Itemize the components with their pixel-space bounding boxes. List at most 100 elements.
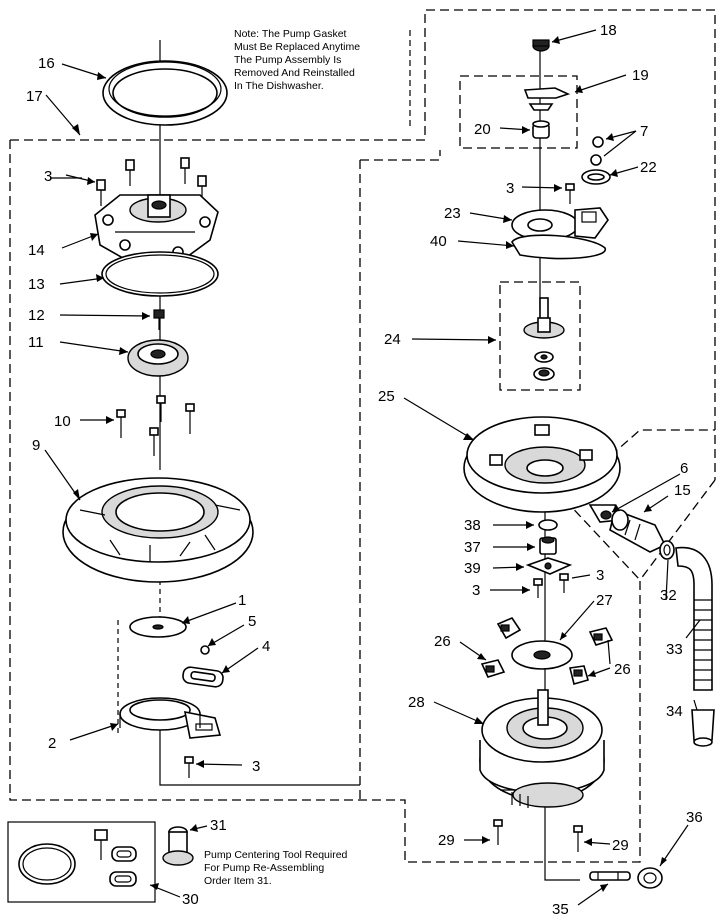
seal-disc xyxy=(129,616,187,638)
callout-12: 12 xyxy=(28,307,45,324)
callout-17: 17 xyxy=(26,88,43,105)
callout-3a: 3 xyxy=(44,168,52,185)
impeller-screw xyxy=(153,309,165,330)
callout-30: 30 xyxy=(182,891,199,908)
callout-15: 15 xyxy=(674,482,691,499)
blocks-26 xyxy=(480,617,614,685)
callout-39: 39 xyxy=(464,560,481,577)
gasket-40 xyxy=(511,234,606,260)
tool-note-line-3: Order Item 31. xyxy=(204,875,272,887)
callout-11: 11 xyxy=(28,334,44,351)
note-line-2: Must Be Replaced Anytime xyxy=(234,41,360,53)
bracket-39 xyxy=(525,557,573,575)
callout-35: 35 xyxy=(552,901,569,918)
o-ring-6 xyxy=(600,510,612,520)
callout-10: 10 xyxy=(54,413,71,430)
callout-36: 36 xyxy=(686,809,703,826)
callout-40: 40 xyxy=(430,233,447,250)
knob-36 xyxy=(637,867,663,889)
callout-19: 19 xyxy=(632,67,649,84)
pump-housing xyxy=(94,194,219,263)
ball-7b xyxy=(590,154,602,166)
callout-26a: 26 xyxy=(434,633,451,650)
callout-34: 34 xyxy=(666,703,683,720)
screws-29 xyxy=(493,819,583,852)
tube-35 xyxy=(589,871,631,881)
note-line-3: The Pump Assembly Is xyxy=(234,54,341,66)
note-line-5: In The Dishwasher. xyxy=(234,80,324,92)
hose-connector-15 xyxy=(609,508,667,553)
note-line-4: Removed And Reinstalled xyxy=(234,67,355,79)
clamp-32 xyxy=(659,540,675,560)
ball-7a xyxy=(592,136,604,148)
cap-18 xyxy=(532,39,550,52)
o-ring xyxy=(101,251,219,297)
leader-lines xyxy=(44,29,701,906)
callout-18: 18 xyxy=(600,22,617,39)
callout-4: 4 xyxy=(262,638,270,655)
callout-37: 37 xyxy=(464,539,481,556)
drain-hose-33 xyxy=(675,546,713,691)
tool-note-line-2: For Pump Re-Assembling xyxy=(204,862,324,874)
callout-29b: 29 xyxy=(612,837,629,854)
callout-22: 22 xyxy=(640,159,657,176)
screws-top xyxy=(96,157,207,206)
callout-23: 23 xyxy=(444,205,461,222)
callout-16: 16 xyxy=(38,55,55,72)
callout-13: 13 xyxy=(28,276,45,293)
callout-38: 38 xyxy=(464,517,481,534)
callout-14: 14 xyxy=(28,242,45,259)
callout-3c: 3 xyxy=(506,180,514,197)
callout-2: 2 xyxy=(48,735,56,752)
shaft-assembly xyxy=(523,297,565,381)
seal-37 xyxy=(539,536,557,555)
screw-bottom xyxy=(184,756,194,778)
pump-gasket xyxy=(102,60,228,126)
check-ball xyxy=(200,645,210,655)
callout-5: 5 xyxy=(248,613,256,630)
screws-mid-right xyxy=(533,573,569,598)
note-tool: Pump Centering Tool Required For Pump Re… xyxy=(204,849,348,887)
motor-28 xyxy=(479,689,605,808)
impeller xyxy=(127,339,189,377)
clip-19 xyxy=(523,87,571,111)
callout-26b: 26 xyxy=(614,661,631,678)
accumulator-base xyxy=(62,477,254,583)
callout-numbers: 16 17 3 14 13 12 11 10 9 1 5 4 2 3 18 19… xyxy=(26,22,703,918)
grommet xyxy=(182,666,224,688)
note-gasket: Note: The Pump Gasket Must Be Replaced A… xyxy=(234,28,360,92)
callout-3b: 3 xyxy=(252,758,260,775)
callout-3d: 3 xyxy=(472,582,480,599)
tool-note-line-1: Pump Centering Tool Required xyxy=(204,849,348,861)
callout-29a: 29 xyxy=(438,832,455,849)
callout-3e: 3 xyxy=(596,567,604,584)
callout-27: 27 xyxy=(596,592,613,609)
centering-tool-31 xyxy=(162,826,194,866)
washer-38 xyxy=(538,519,558,531)
callout-6: 6 xyxy=(680,460,688,477)
callout-1: 1 xyxy=(238,592,246,609)
left-assembly xyxy=(62,40,360,786)
plate-23 xyxy=(511,207,609,241)
note-line-1: Note: The Pump Gasket xyxy=(234,28,347,40)
callout-7: 7 xyxy=(640,123,648,140)
screw-right-top xyxy=(565,183,575,204)
callout-31: 31 xyxy=(210,817,227,834)
disc-27 xyxy=(511,640,573,670)
mounting-ring xyxy=(119,697,222,739)
callout-25: 25 xyxy=(378,388,395,405)
callout-24: 24 xyxy=(384,331,401,348)
hose-end-34 xyxy=(691,709,715,747)
callout-33: 33 xyxy=(666,641,683,658)
kit-30 xyxy=(7,821,156,903)
callout-28: 28 xyxy=(408,694,425,711)
right-assembly xyxy=(463,39,715,889)
bushing-20 xyxy=(532,120,550,139)
callout-32: 32 xyxy=(660,587,677,604)
long-screws xyxy=(116,395,195,456)
grommet-22 xyxy=(581,169,611,185)
callout-9: 9 xyxy=(32,437,40,454)
pump-body-25 xyxy=(463,416,622,523)
